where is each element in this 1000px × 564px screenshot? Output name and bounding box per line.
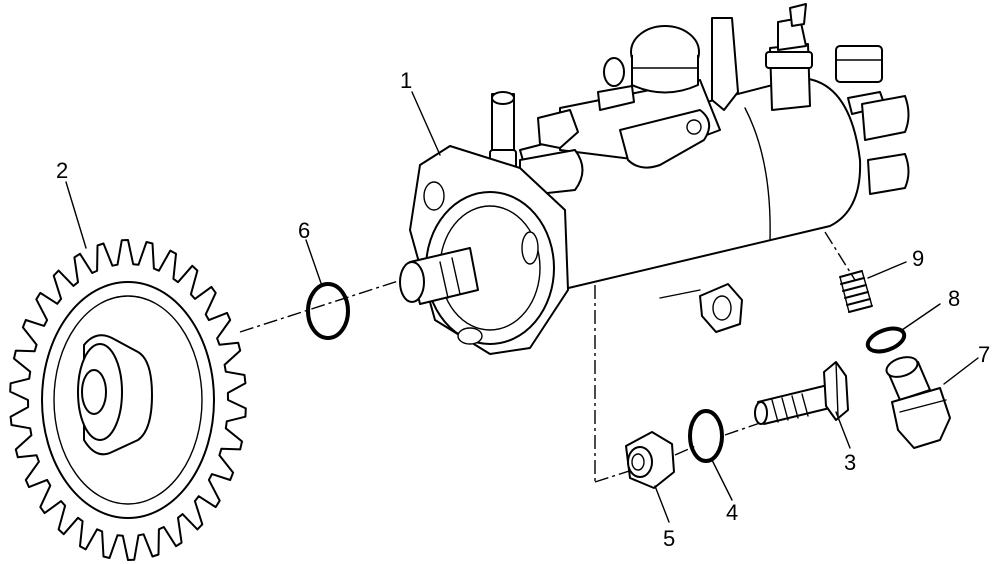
callout-8: 8 (948, 286, 960, 311)
callout-3: 3 (844, 450, 856, 475)
bolt-3 (754, 361, 849, 425)
callout-1: 1 (400, 68, 412, 93)
o-ring-8 (865, 326, 907, 354)
callout-9: 9 (912, 246, 924, 271)
plug-7 (885, 356, 951, 449)
injection-pump (399, 3, 910, 355)
o-ring-4 (688, 409, 724, 463)
nut-5 (625, 431, 675, 489)
center-lines (239, 231, 856, 483)
callout-7: 7 (978, 342, 990, 367)
spring-9 (839, 270, 873, 313)
drive-gear (9, 239, 247, 561)
o-ring-6 (306, 282, 350, 340)
callout-2: 2 (56, 158, 68, 183)
callout-5: 5 (663, 526, 675, 551)
callout-labels: 1 2 3 4 5 6 7 8 9 (56, 68, 990, 551)
callout-6: 6 (298, 218, 310, 243)
leader-lines (65, 91, 979, 523)
callout-4: 4 (726, 500, 738, 525)
